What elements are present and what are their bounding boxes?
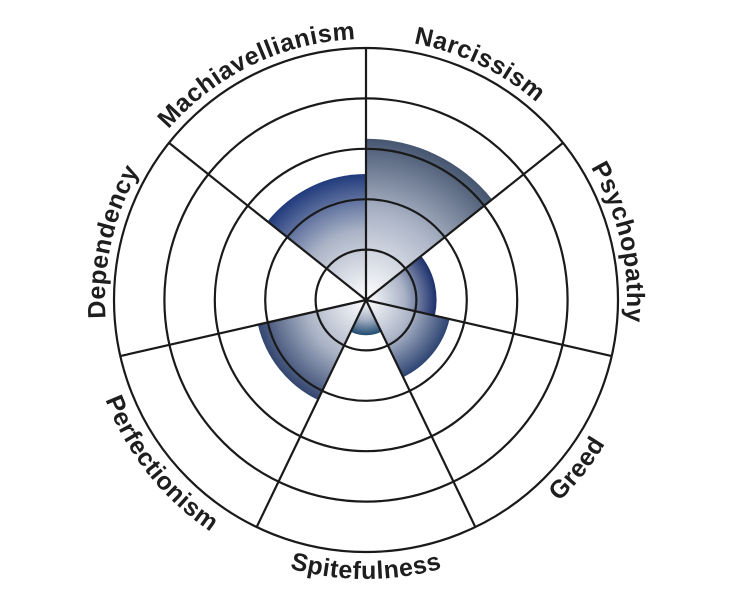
sector-divider bbox=[168, 142, 367, 301]
category-label: Perfectionism bbox=[100, 391, 224, 537]
label-perfectionism: Perfectionism bbox=[100, 391, 224, 537]
sector-divider bbox=[255, 299, 367, 528]
sector-perfectionism bbox=[257, 300, 366, 400]
sector-divider bbox=[365, 142, 564, 301]
sector-machiavellianism bbox=[267, 174, 366, 300]
sector-divider bbox=[365, 298, 612, 358]
sector-divider bbox=[365, 299, 477, 528]
sector-spitefulness bbox=[350, 300, 382, 336]
grid bbox=[112, 46, 620, 554]
sector-psychopathy bbox=[366, 256, 437, 316]
category-label: Narcissism bbox=[412, 22, 551, 108]
label-narcissism: Narcissism bbox=[412, 22, 550, 108]
sector-divider bbox=[120, 298, 367, 358]
sector-greed bbox=[366, 300, 450, 378]
